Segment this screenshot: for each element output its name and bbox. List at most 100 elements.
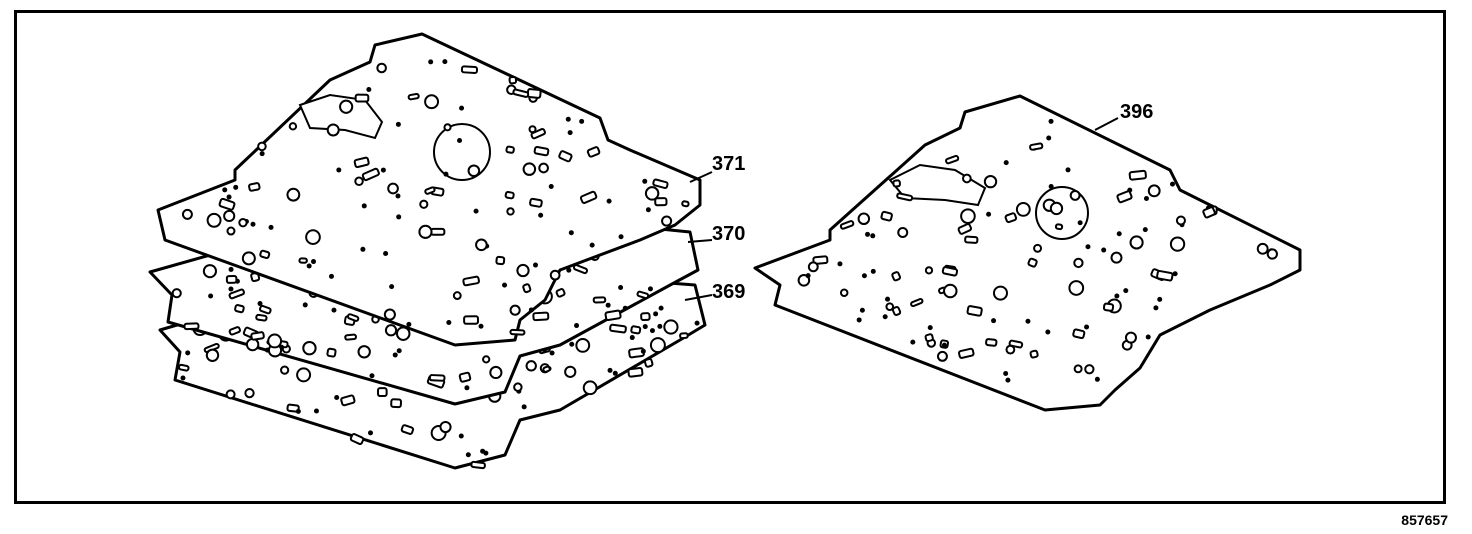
gasket-hole bbox=[258, 304, 272, 315]
gasket-hole bbox=[1147, 184, 1161, 198]
gasket-hole bbox=[257, 301, 263, 307]
gasket-hole bbox=[353, 156, 370, 169]
gasket-hole bbox=[222, 187, 228, 193]
gasket-hole bbox=[259, 249, 271, 259]
gasket-hole bbox=[390, 398, 402, 409]
gasket-hole bbox=[306, 263, 312, 269]
gasket-hole bbox=[489, 365, 503, 380]
gasket-hole bbox=[522, 162, 537, 176]
gasket-hole bbox=[1025, 318, 1031, 324]
gasket-hole bbox=[478, 323, 484, 329]
gasket-hole bbox=[643, 357, 654, 368]
gasket-hole bbox=[992, 285, 1008, 301]
gasket-hole bbox=[521, 404, 527, 410]
gasket-hole bbox=[1084, 364, 1095, 375]
gasket-hole bbox=[859, 307, 865, 313]
gasket-hole bbox=[340, 394, 356, 407]
gasket-hole bbox=[694, 320, 700, 326]
gasket-hole bbox=[1169, 181, 1175, 187]
gasket-hole bbox=[645, 207, 651, 213]
gasket-hole bbox=[395, 121, 401, 127]
gasket-hole bbox=[509, 328, 526, 336]
gasket-hole bbox=[549, 350, 555, 356]
gasket-hole bbox=[1145, 334, 1151, 340]
gasket-hole bbox=[331, 307, 337, 313]
gasket-hole bbox=[865, 231, 871, 237]
plate-396-holes bbox=[797, 118, 1278, 383]
gasket-hole bbox=[244, 387, 255, 399]
gasket-hole bbox=[483, 450, 489, 456]
gasket-hole bbox=[607, 367, 613, 373]
gasket-hole bbox=[228, 326, 241, 336]
gasket-hole bbox=[1116, 231, 1122, 237]
gasket-hole bbox=[380, 167, 386, 173]
gasket-hole bbox=[924, 333, 934, 343]
gasket-hole bbox=[357, 345, 371, 359]
gasket-hole bbox=[891, 271, 902, 282]
gasket-hole bbox=[1153, 305, 1159, 311]
gasket-hole bbox=[962, 173, 972, 184]
gasket-hole bbox=[575, 337, 591, 353]
gasket-hole bbox=[644, 186, 660, 201]
gasket-hole bbox=[589, 242, 595, 248]
gasket-hole bbox=[652, 178, 669, 189]
gasket-hole bbox=[509, 304, 521, 316]
plate-371-center-bore bbox=[433, 123, 491, 181]
gasket-hole bbox=[530, 128, 546, 140]
gasket-hole bbox=[202, 264, 218, 279]
gasket-hole bbox=[657, 323, 663, 329]
gasket-hole bbox=[458, 371, 472, 383]
gasket-hole bbox=[857, 212, 871, 226]
gasket-hole bbox=[605, 302, 611, 308]
gasket-hole bbox=[1169, 236, 1186, 252]
gasket-hole bbox=[654, 197, 668, 207]
gasket-hole bbox=[439, 420, 452, 434]
gasket-hole bbox=[267, 333, 283, 349]
gasket-hole bbox=[870, 233, 876, 239]
gasket-hole bbox=[369, 373, 375, 379]
gasket-hole bbox=[837, 261, 843, 267]
gasket-hole bbox=[467, 164, 481, 178]
gasket-hole bbox=[428, 374, 446, 382]
gasket-hole bbox=[326, 347, 337, 358]
gasket-hole bbox=[392, 352, 398, 358]
gasket-hole bbox=[310, 259, 316, 265]
gasket-hole bbox=[255, 313, 268, 322]
gasket-hole bbox=[406, 321, 412, 327]
gasket-hole bbox=[396, 348, 402, 354]
leader-371 bbox=[689, 171, 713, 183]
gasket-hole bbox=[880, 210, 893, 222]
gasket-hole bbox=[446, 320, 452, 326]
gasket-hole bbox=[305, 229, 321, 245]
gasket-hole bbox=[630, 325, 642, 335]
gasket-hole bbox=[592, 296, 607, 304]
gasket-hole bbox=[629, 335, 635, 341]
callout-369: 369 bbox=[712, 281, 745, 303]
gasket-hole bbox=[424, 94, 440, 110]
gasket-hole bbox=[1073, 364, 1083, 374]
gasket-hole bbox=[640, 348, 646, 354]
gasket-hole bbox=[569, 341, 575, 347]
gasket-hole bbox=[1048, 118, 1054, 124]
gasket-hole bbox=[387, 182, 399, 195]
gasket-hole bbox=[1046, 135, 1052, 141]
gasket-hole bbox=[642, 324, 648, 330]
gasket-hole bbox=[383, 251, 389, 257]
gasket-hole bbox=[508, 76, 518, 85]
gasket-hole bbox=[1157, 296, 1163, 302]
gasket-hole bbox=[495, 255, 506, 266]
gasket-hole bbox=[538, 212, 544, 218]
gasket-hole bbox=[538, 162, 549, 174]
gasket-hole bbox=[424, 186, 436, 195]
gasket-hole bbox=[983, 174, 998, 189]
gasket-hole bbox=[966, 305, 983, 317]
gasket-hole bbox=[302, 302, 308, 308]
gasket-hole bbox=[1101, 247, 1107, 253]
gasket-hole bbox=[658, 305, 664, 311]
gasket-hole bbox=[1202, 206, 1216, 219]
plate-371-cutout bbox=[298, 93, 384, 140]
gasket-hole bbox=[548, 184, 554, 190]
gasket-hole bbox=[812, 255, 829, 265]
gasket-hole bbox=[649, 328, 655, 334]
